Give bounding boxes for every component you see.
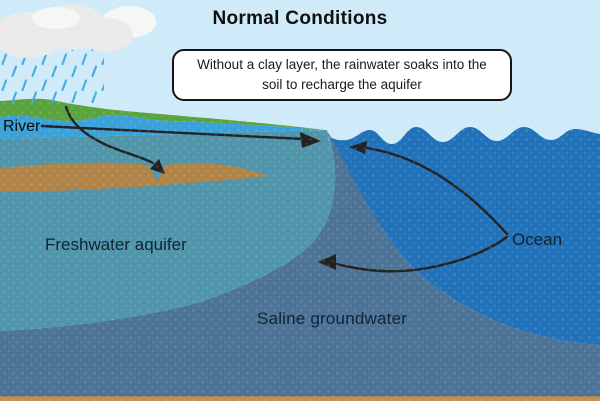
recharge-arrow xyxy=(64,105,155,165)
flow-arrows xyxy=(40,105,509,273)
saline-groundwater-region xyxy=(0,132,600,401)
ocean-saline-arrow xyxy=(334,235,509,273)
ocean-saline-arrowhead-icon xyxy=(318,254,336,270)
seabed-strip xyxy=(0,396,600,401)
ocean-label: Ocean xyxy=(512,230,563,249)
recharge-arrowhead-icon xyxy=(150,159,165,174)
river-arrowhead-icon xyxy=(300,132,321,148)
callout-line-2: soil to recharge the aquifer xyxy=(262,77,422,92)
ocean-water xyxy=(323,127,600,345)
grass-layer xyxy=(0,98,325,130)
river-label: River xyxy=(3,118,41,135)
sediment-layer xyxy=(0,162,268,192)
seabed-edge-line xyxy=(0,395,600,397)
cloud-icon xyxy=(0,4,156,58)
ocean-surface-arrow xyxy=(365,146,509,236)
callout-box: Without a clay layer, the rainwater soak… xyxy=(172,49,512,101)
arrow-heads xyxy=(150,132,367,270)
ocean-surface-arrowhead-icon xyxy=(349,141,367,154)
river-flow-arrow xyxy=(40,124,305,141)
cloud-highlight xyxy=(32,7,80,29)
saline-groundwater-label: Saline groundwater xyxy=(257,309,408,328)
callout-line-1: Without a clay layer, the rainwater soak… xyxy=(197,57,487,72)
freshwater-aquifer-label: Freshwater aquifer xyxy=(45,235,187,254)
river-layer xyxy=(0,114,325,139)
cloud-puff xyxy=(79,18,133,52)
page-title: Normal Conditions xyxy=(212,8,388,29)
